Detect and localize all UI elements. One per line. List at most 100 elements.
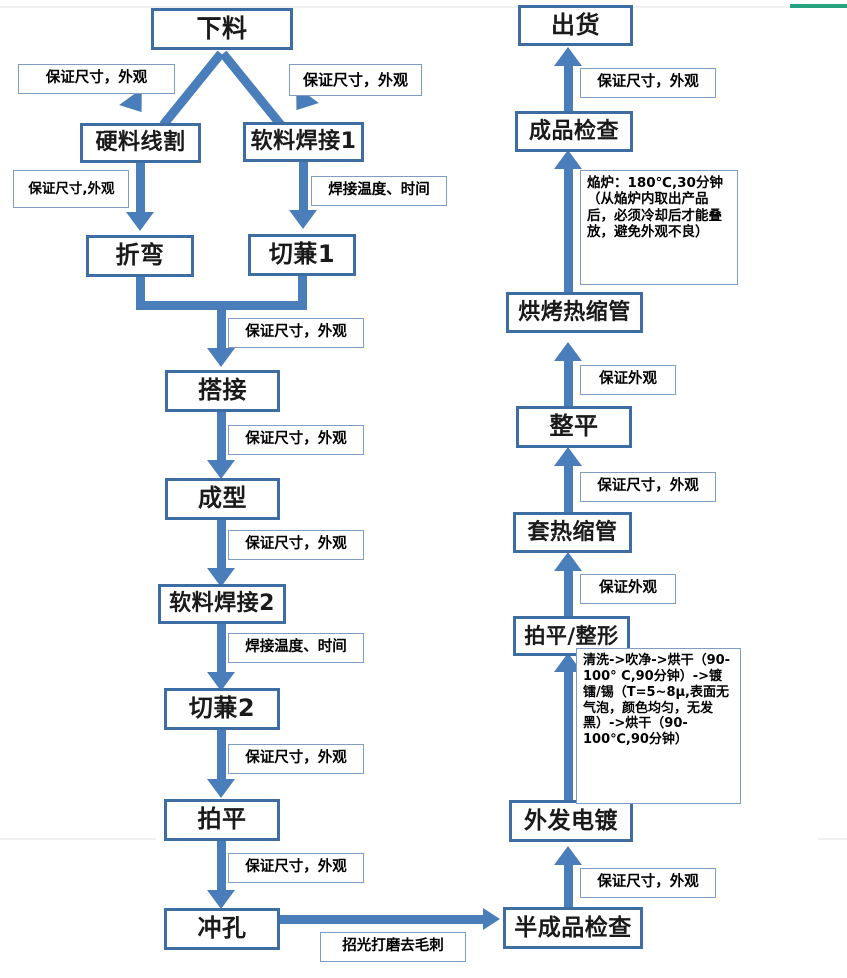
node-waifa-diandu-label: 外发电镀 <box>524 807 618 834</box>
note-text: 焊接温度、时间 <box>245 639 347 656</box>
merge-right-drop <box>298 276 307 309</box>
node-chuhuo[interactable]: 出货 <box>518 5 633 46</box>
note-ruanliao1-to-qiebian1: 焊接温度、时间 <box>311 176 447 206</box>
node-zhewan[interactable]: 折弯 <box>86 235 194 277</box>
node-ruanliao-hanjie2[interactable]: 软料焊接2 <box>158 584 286 624</box>
note-chengpin-to-chuhuo: 保证尺寸，外观 <box>580 68 716 98</box>
arrow-yingliao-to-zhewan-head <box>126 212 154 231</box>
node-tao-resuoguan[interactable]: 套热缩管 <box>513 512 632 553</box>
page-rule-left-mid <box>0 838 156 840</box>
node-waifa-diandu[interactable]: 外发电镀 <box>509 800 633 842</box>
arrow-hanjie2-to-qiebian2-head <box>207 672 235 691</box>
note-xialiao-to-ruanliao: 保证尺寸，外观 <box>289 64 422 96</box>
arrow-dajie-to-chengxing-shaft <box>217 411 226 468</box>
arrow-waifa-to-paipingzx-shaft <box>564 668 573 801</box>
note-text: 保证尺寸，外观 <box>302 70 408 89</box>
node-tao-resuoguan-label: 套热缩管 <box>527 519 618 545</box>
green-strip <box>790 4 847 8</box>
note-tao-to-zhengping: 保证尺寸，外观 <box>580 472 716 502</box>
node-ruanliao-hanjie1[interactable]: 软料焊接1 <box>243 122 364 162</box>
node-banchengpin-jiancha-label: 半成品检查 <box>514 914 632 941</box>
node-paiping-zhengxing-label: 拍平/整形 <box>524 623 619 648</box>
note-text: 保证尺寸,外观 <box>28 180 115 197</box>
arrow-waifa-to-paipingzx-head <box>554 653 582 672</box>
note-text: 保证外观 <box>599 371 657 388</box>
node-xialiao-label: 下料 <box>196 13 248 43</box>
page-rule-top <box>0 6 790 8</box>
arrow-ruanliao1-to-qiebian1-shaft <box>299 161 308 217</box>
note-zhengping-to-hongkao: 保证外观 <box>580 365 676 395</box>
note-text: 保证尺寸，外观 <box>245 859 347 876</box>
arrow-merge-to-dajie-shaft <box>217 306 226 355</box>
node-chengxing[interactable]: 成型 <box>165 478 280 520</box>
note-chengxing-to-hanjie2: 保证尺寸，外观 <box>228 530 364 560</box>
note-text: 清洗->吹净->烘干（90-100° C,90分钟）->镀镭/锡（T=5~8μ,… <box>583 653 731 748</box>
note-hongkao-to-chengpin: 焔炉：180℃,30分钟（从焔炉内取出产品后，必须冷却后才能叠放，避免外观不良） <box>580 170 738 285</box>
node-qiebian1[interactable]: 切蒹1 <box>248 234 356 276</box>
node-chongkong[interactable]: 冲孔 <box>164 908 280 950</box>
node-zhewan-label: 折弯 <box>115 241 165 270</box>
merge-horizontal-bar <box>136 301 307 310</box>
note-waifa-to-paipingzx: 清洗->吹净->烘干（90-100° C,90分钟）->镀镭/锡（T=5~8μ,… <box>576 648 741 804</box>
note-text: 保证尺寸，外观 <box>245 536 347 553</box>
note-xialiao-to-yingliao: 保证尺寸，外观 <box>18 64 175 94</box>
note-banchengpin-to-waifa: 保证尺寸，外观 <box>580 868 716 898</box>
node-yingliao-xiange[interactable]: 硬料线割 <box>80 123 201 163</box>
arrow-paiping-to-chongkong-head <box>207 890 235 909</box>
note-text: 保证尺寸，外观 <box>597 874 699 891</box>
note-text: 保证外观 <box>599 580 657 597</box>
node-paiping-label: 拍平 <box>197 805 247 834</box>
node-yingliao-xiange-label: 硬料线割 <box>95 130 186 156</box>
arrow-ruanliao1-to-qiebian1-head <box>289 210 317 229</box>
node-ruanliao-hanjie1-label: 软料焊接1 <box>250 129 357 155</box>
node-paiping[interactable]: 拍平 <box>164 799 280 841</box>
node-hongkao-resuoguan-label: 烘烤热缩管 <box>518 299 631 325</box>
arrow-zhengping-to-hongkao-shaft <box>564 355 573 407</box>
note-paipingzx-to-tao: 保证外观 <box>580 574 676 604</box>
arrow-xialiao-to-ruanliao-shaft <box>219 50 285 128</box>
note-merge-to-dajie: 保证尺寸，外观 <box>228 318 364 348</box>
note-text: 保证尺寸，外观 <box>597 74 699 91</box>
page-rule-right-mid <box>818 838 847 840</box>
node-chengpin-jiancha[interactable]: 成品检查 <box>515 111 633 152</box>
arrow-qiebian2-to-paiping-shaft <box>217 729 226 786</box>
note-chongkong-to-banchengpin: 招光打磨去毛刺 <box>320 932 466 962</box>
arrow-merge-to-dajie-head <box>207 348 235 367</box>
arrow-yingliao-to-zhewan-shaft <box>136 162 145 219</box>
node-dajie[interactable]: 搭接 <box>165 370 280 412</box>
arrow-chengxing-to-hanjie2-head <box>207 568 235 587</box>
merge-left-drop <box>136 276 145 309</box>
node-qiebian2[interactable]: 切蒹2 <box>164 688 280 730</box>
note-text: 焔炉：180℃,30分钟（从焔炉内取出产品后，必须冷却后才能叠放，避免外观不良） <box>587 175 723 241</box>
arrow-chongkong-to-banchengpin-head <box>483 908 500 930</box>
arrow-chengpin-to-chuhuo-head <box>554 47 582 66</box>
arrow-tao-to-zhengping-shaft <box>564 460 573 513</box>
node-xialiao[interactable]: 下料 <box>151 8 293 50</box>
node-chongkong-label: 冲孔 <box>197 914 247 943</box>
note-text: 保证尺寸，外观 <box>245 750 347 767</box>
arrow-dajie-to-chengxing-head <box>207 460 235 479</box>
arrow-paiping-to-chongkong-shaft <box>217 840 226 898</box>
node-ruanliao-hanjie2-label: 软料焊接2 <box>169 591 275 617</box>
arrow-chengxing-to-hanjie2-shaft <box>217 519 226 577</box>
note-text: 焊接温度、时间 <box>328 182 430 199</box>
arrow-zhengping-to-hongkao-head <box>554 342 582 361</box>
note-text: 保证尺寸，外观 <box>45 70 148 87</box>
note-text: 保证尺寸，外观 <box>597 478 699 495</box>
node-chuhuo-label: 出货 <box>551 10 600 39</box>
note-text: 招光打磨去毛刺 <box>342 938 444 955</box>
arrow-hanjie2-to-qiebian2-shaft <box>217 623 226 679</box>
arrow-tao-to-zhengping-head <box>554 447 582 466</box>
node-banchengpin-jiancha[interactable]: 半成品检查 <box>503 907 643 949</box>
node-chengxing-label: 成型 <box>198 484 247 513</box>
node-zhengping[interactable]: 整平 <box>516 406 632 448</box>
arrow-chongkong-to-banchengpin-shaft <box>279 915 484 924</box>
note-yingliao-to-zhewan: 保证尺寸,外观 <box>13 170 129 208</box>
note-text: 保证尺寸，外观 <box>245 324 347 341</box>
arrow-qiebian2-to-paiping-head <box>207 779 235 798</box>
arrow-paipingzx-to-tao-shaft <box>564 565 573 617</box>
node-hongkao-resuoguan[interactable]: 烘烤热缩管 <box>506 292 643 333</box>
arrow-chengpin-to-chuhuo-shaft <box>564 60 573 112</box>
note-text: 保证尺寸，外观 <box>245 431 347 448</box>
